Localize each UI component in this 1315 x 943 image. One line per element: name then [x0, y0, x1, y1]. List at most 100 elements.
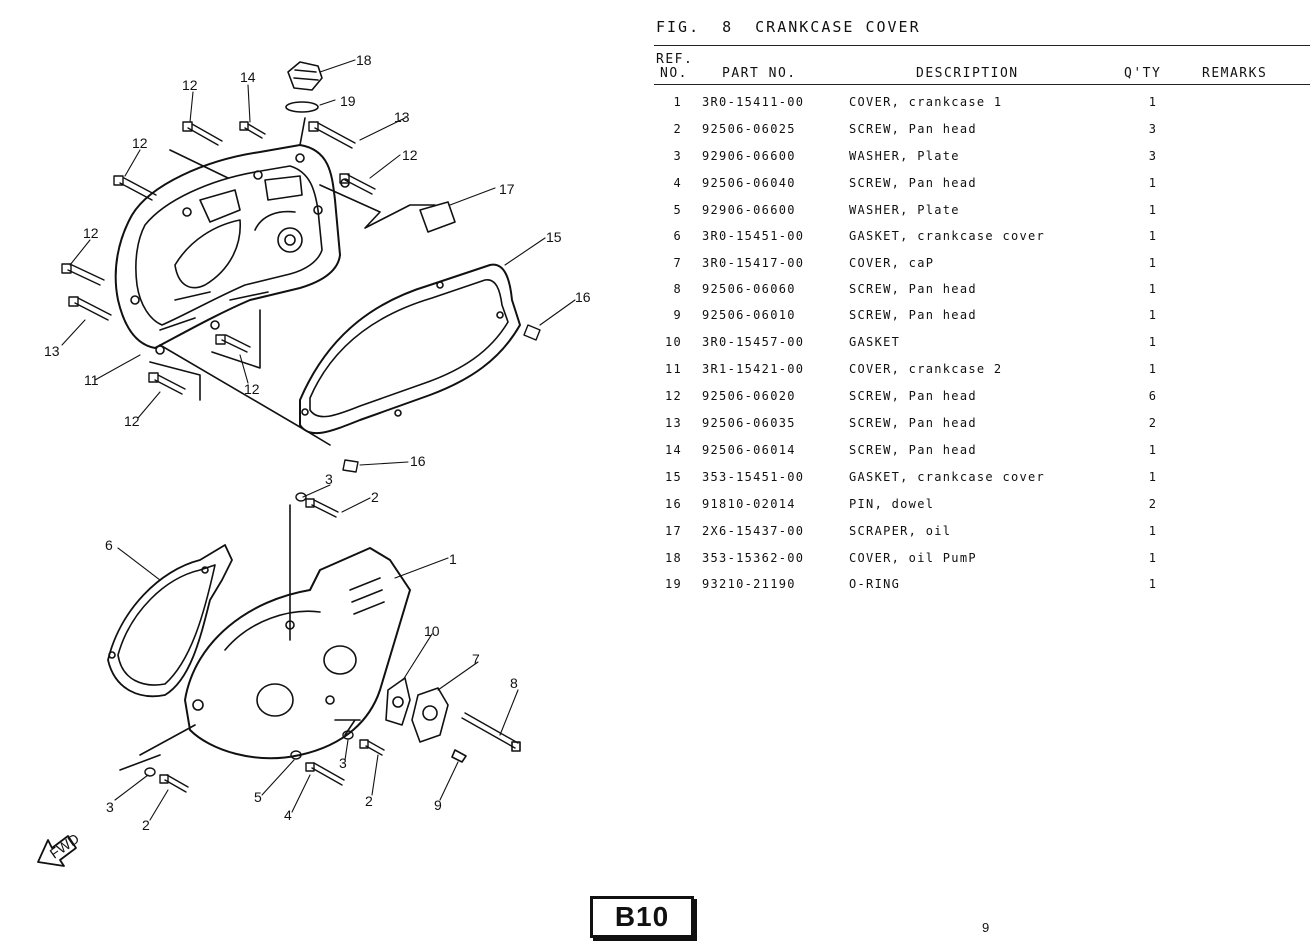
callout-10: 10: [424, 623, 440, 639]
exploded-parts-diagram: FWD 18 19 14 12 13 12 12 17 15 12 13 16 …: [37, 52, 591, 867]
row-ref: 1: [673, 95, 682, 109]
row-part-no: 353-15362-00: [702, 551, 805, 565]
row-description: SCREW, Pan head: [849, 282, 977, 296]
row-qty: 1: [1148, 308, 1158, 322]
row-qty: 1: [1148, 203, 1158, 217]
callout-leaders: [61, 59, 576, 821]
row-description: GASKET: [849, 335, 901, 349]
row-description: WASHER, Plate: [849, 149, 960, 163]
row-part-no: 92506-06040: [702, 176, 796, 190]
row-part-no: 3R0-15417-00: [702, 256, 805, 270]
header-qty: Q'TY: [1124, 66, 1162, 81]
header-part-no: PART NO.: [722, 66, 797, 81]
row-qty: 1: [1148, 95, 1158, 109]
row-ref: 15: [664, 470, 682, 484]
gasket-15-drawing: [299, 263, 521, 435]
page-number: 9: [982, 920, 990, 935]
table-row: 16 91810-02014 PIN, dowel 2: [0, 497, 1315, 524]
callout-1: 1: [449, 551, 457, 567]
row-description: SCREW, Pan head: [849, 443, 977, 457]
row-ref: 6: [673, 229, 682, 243]
callout-16: 16: [575, 289, 591, 305]
callout-2: 2: [371, 489, 379, 505]
row-part-no: 3R1-15421-00: [702, 362, 805, 376]
figure-label: FIG.: [656, 18, 701, 36]
callout-3: 3: [106, 799, 114, 815]
callout-2: 2: [365, 793, 373, 809]
row-description: SCREW, Pan head: [849, 389, 977, 403]
callout-12: 12: [124, 413, 140, 429]
row-part-no: 92906-06600: [702, 149, 796, 163]
callout-4: 4: [284, 807, 292, 823]
oil-scraper-drawing: [419, 201, 456, 233]
row-part-no: 353-15451-00: [702, 470, 805, 484]
row-part-no: 91810-02014: [702, 497, 796, 511]
row-ref: 13: [664, 416, 682, 430]
row-part-no: 92506-06035: [702, 416, 796, 430]
callout-18: 18: [356, 52, 372, 68]
callout-14: 14: [240, 69, 256, 85]
row-ref: 19: [664, 577, 682, 591]
row-ref: 7: [673, 256, 682, 270]
figure-name: CRANKCASE COVER: [755, 18, 921, 36]
row-qty: 3: [1148, 122, 1158, 136]
row-qty: 1: [1148, 229, 1158, 243]
row-ref: 4: [673, 176, 682, 190]
row-ref: 17: [664, 524, 682, 538]
figure-number: 8: [722, 18, 734, 36]
callout-numbers: 18 19 14 12 13 12 12 17 15 12 13 16 11 1…: [44, 52, 591, 833]
row-description: PIN, dowel: [849, 497, 935, 511]
row-description: COVER, crankcase 2: [849, 362, 1003, 376]
row-part-no: 3R0-15451-00: [702, 229, 805, 243]
callout-12: 12: [132, 135, 148, 151]
callout-13: 13: [44, 343, 60, 359]
gasket-6-drawing: [107, 544, 233, 698]
row-part-no: 3R0-15457-00: [702, 335, 805, 349]
table-header-rule: [654, 84, 1310, 85]
fwd-arrow-icon: [37, 835, 77, 867]
row-qty: 1: [1148, 256, 1158, 270]
row-description: SCREW, Pan head: [849, 308, 977, 322]
row-description: COVER, caP: [849, 256, 935, 270]
row-description: COVER, oil PumP: [849, 551, 977, 565]
row-part-no: 92906-06600: [702, 203, 796, 217]
row-part-no: 93210-21190: [702, 577, 796, 591]
callout-19: 19: [340, 93, 356, 109]
callout-5: 5: [254, 789, 262, 805]
callout-6: 6: [105, 537, 113, 553]
header-ref-line2: NO.: [660, 66, 688, 81]
row-ref: 3: [673, 149, 682, 163]
row-qty: 1: [1148, 362, 1158, 376]
row-qty: 1: [1148, 282, 1158, 296]
row-description: GASKET, crankcase cover: [849, 470, 1046, 484]
callout-2: 2: [142, 817, 150, 833]
figure-title: FIG. 8 CRANKCASE COVER: [656, 18, 943, 36]
row-ref: 2: [673, 122, 682, 136]
row-description: SCREW, Pan head: [849, 176, 977, 190]
callout-12: 12: [402, 147, 418, 163]
table-top-rule: [654, 45, 1310, 46]
page-code-badge: B10: [590, 896, 694, 938]
callout-12: 12: [244, 381, 260, 397]
table-row: 2 92506-06025 SCREW, Pan head 3: [0, 122, 1315, 149]
row-description: SCREW, Pan head: [849, 416, 977, 430]
header-ref-line1: REF.: [656, 52, 694, 67]
row-part-no: 92506-06014: [702, 443, 796, 457]
row-part-no: 3R0-15411-00: [702, 95, 805, 109]
header-description: DESCRIPTION: [916, 66, 1019, 81]
row-part-no: 92506-06025: [702, 122, 796, 136]
row-qty: 1: [1148, 524, 1158, 538]
row-qty: 2: [1148, 497, 1158, 511]
row-ref: 9: [673, 308, 682, 322]
row-description: SCRAPER, oil: [849, 524, 952, 538]
callout-9: 9: [434, 797, 442, 813]
row-ref: 16: [664, 497, 682, 511]
row-description: SCREW, Pan head: [849, 122, 977, 136]
